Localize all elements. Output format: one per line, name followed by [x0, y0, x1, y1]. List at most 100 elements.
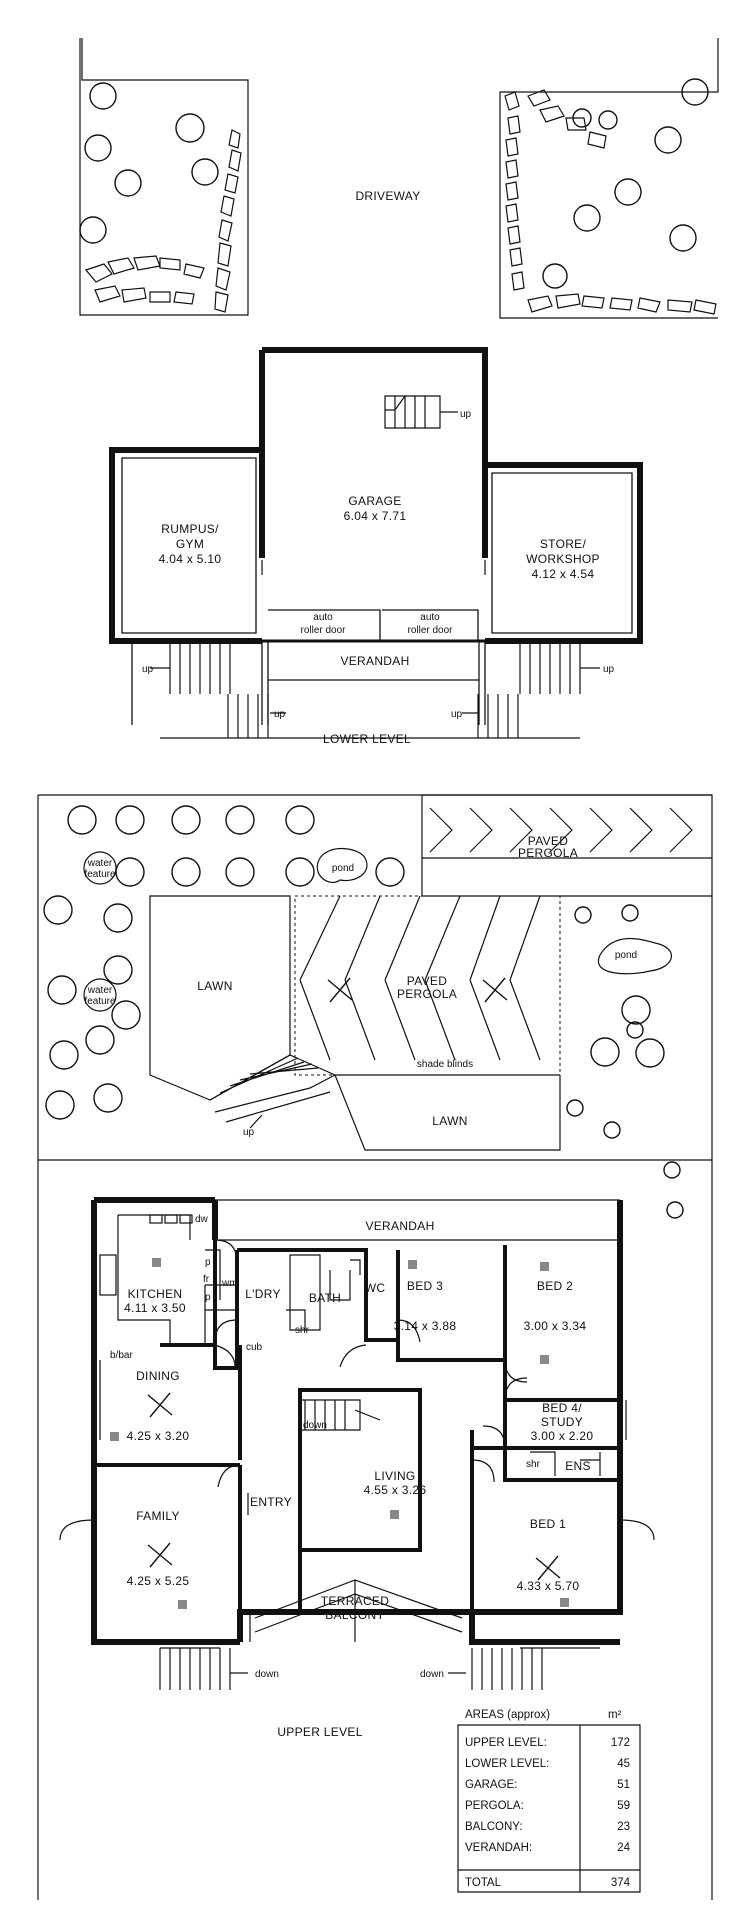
roller-door-1-auto: auto — [313, 612, 333, 623]
bed1-name: BED 1 — [530, 1517, 566, 1531]
areas-row-value: 24 — [617, 1842, 630, 1854]
areas-total-label: TOTAL — [465, 1877, 502, 1889]
bed2-name: BED 2 — [537, 1279, 573, 1293]
bed2-size: 3.00 x 3.34 — [524, 1319, 587, 1333]
garage-name: GARAGE — [348, 494, 401, 508]
areas-total-value: 374 — [611, 1877, 631, 1889]
lawn-steps-up-label: up — [243, 1127, 255, 1138]
entry-label: ENTRY — [250, 1495, 292, 1509]
washing-machine-label: wm — [221, 1278, 238, 1289]
water-feature-2-label-2: feature — [84, 996, 116, 1007]
lower-level-labels: DRIVEWAY up GARAGE 6.04 x 7.71 RUMPUS/ G… — [142, 189, 615, 746]
living-name: LIVING — [374, 1469, 415, 1483]
tree-group-driveway — [79, 78, 709, 289]
upper-stairs-right — [471, 1648, 543, 1690]
bed4-size: 3.00 x 2.20 — [531, 1429, 594, 1443]
dining-size: 4.25 x 3.20 — [127, 1429, 190, 1443]
site-boundary — [37, 794, 713, 1900]
light-markers — [110, 1258, 569, 1609]
dining-name: DINING — [136, 1369, 180, 1383]
lower-up-right: up — [603, 664, 615, 675]
upper-level-labels: VERANDAH dw p fr p wm KITCHEN 4.11 x 3.5… — [110, 1214, 593, 1739]
ensuite-label: ENS — [565, 1459, 591, 1473]
pergola-label-1: PAVED — [407, 974, 447, 988]
cupboard-label: cub — [246, 1342, 263, 1353]
pergola-rafters — [299, 895, 541, 1061]
areas-row-label: PERGOLA: — [465, 1800, 524, 1812]
lower-verandah-label: VERANDAH — [340, 654, 409, 668]
store-size: 4.12 x 4.54 — [532, 567, 595, 581]
water-feature-1-label-1: water — [87, 858, 113, 869]
driveway-label: DRIVEWAY — [355, 189, 420, 203]
roller-door-1-label: roller door — [300, 625, 346, 636]
kitchen-fittings — [99, 1214, 221, 1300]
driveway-boundary-right — [499, 38, 719, 319]
areas-table-lines — [457, 1724, 641, 1893]
lawn-right-outline — [334, 1074, 561, 1151]
family-size: 4.25 x 5.25 — [127, 1574, 190, 1588]
areas-row-value: 23 — [617, 1821, 630, 1833]
garden — [37, 794, 713, 1900]
pergola-fan-left — [327, 977, 353, 1003]
areas-unit: m² — [608, 1709, 622, 1721]
dining-fan — [147, 1392, 173, 1418]
store-name-1: STORE/ — [540, 537, 587, 551]
balcony-name-1: TERRACED — [321, 1594, 389, 1608]
family-fan — [147, 1542, 173, 1568]
tree-group-garden — [43, 805, 684, 1219]
pantry-label-2: p — [205, 1292, 211, 1303]
lower-up-left: up — [142, 664, 154, 675]
garage-size: 6.04 x 7.71 — [344, 509, 407, 523]
pond-right-label: pond — [615, 950, 637, 961]
upper-down-left: down — [255, 1669, 279, 1680]
lawn-right-label: LAWN — [432, 1114, 467, 1128]
bed1-size: 4.33 x 5.70 — [517, 1579, 580, 1593]
pergola-fan-right — [482, 977, 508, 1003]
door-swings — [214, 1239, 528, 1488]
shade-blinds-label: shade blinds — [417, 1059, 473, 1070]
upper-stair-arrows — [230, 1493, 466, 1674]
living-size: 4.55 x 3.26 — [364, 1483, 427, 1497]
upper-level — [59, 1197, 655, 1690]
bath-shower-label: shr — [295, 1325, 310, 1336]
lawn-left-outline — [149, 895, 291, 1101]
rumpus-name-1: RUMPUS/ — [161, 522, 219, 536]
lower-arrows — [150, 560, 600, 714]
lower-stairs-right — [477, 641, 581, 738]
lower-inner-walls — [121, 457, 633, 725]
roller-door-2-label: roller door — [407, 625, 453, 636]
breakfast-bar-label: b/bar — [110, 1350, 133, 1361]
areas-row-label: VERANDAH: — [465, 1842, 532, 1854]
garage-stair-up-label: up — [460, 409, 472, 420]
pond-left — [316, 848, 368, 883]
water-feature-2-label-1: water — [87, 985, 113, 996]
kitchen-name: KITCHEN — [128, 1287, 183, 1301]
stone-edging-left — [84, 129, 242, 313]
pond-left-label: pond — [332, 863, 354, 874]
rumpus-size: 4.04 x 5.10 — [159, 552, 222, 566]
bed4-name-1: BED 4/ — [542, 1401, 582, 1415]
bed4-name-2: STUDY — [541, 1415, 583, 1429]
lower-stairs-left — [169, 641, 269, 738]
pergola-label-2: PERGOLA — [397, 987, 457, 1001]
balcony-name-2: BALCONY — [325, 1608, 384, 1622]
garden-labels: PAVED PERGOLA water feature pond pond LA… — [84, 834, 637, 1138]
side-step-left — [59, 1519, 95, 1541]
upper-stairs-left — [159, 1648, 231, 1690]
rumpus-name-2: GYM — [176, 537, 204, 551]
lower-building-walls — [109, 347, 643, 644]
bed1-fan — [535, 1555, 561, 1581]
upper-down-right: down — [420, 1669, 444, 1680]
areas-row-label: UPPER LEVEL: — [465, 1737, 547, 1749]
bed3-size: 3.14 x 3.88 — [394, 1319, 457, 1333]
wc-label: WC — [365, 1281, 386, 1295]
lower-up-mid-left: up — [274, 709, 286, 720]
areas-title: AREAS (approx) — [465, 1709, 550, 1721]
balcony-chevrons — [249, 1579, 463, 1642]
areas-row-value: 172 — [611, 1737, 630, 1749]
ensuite-shower-label: shr — [526, 1459, 541, 1470]
lower-level — [79, 38, 719, 739]
driveway-boundary-left — [79, 38, 249, 316]
